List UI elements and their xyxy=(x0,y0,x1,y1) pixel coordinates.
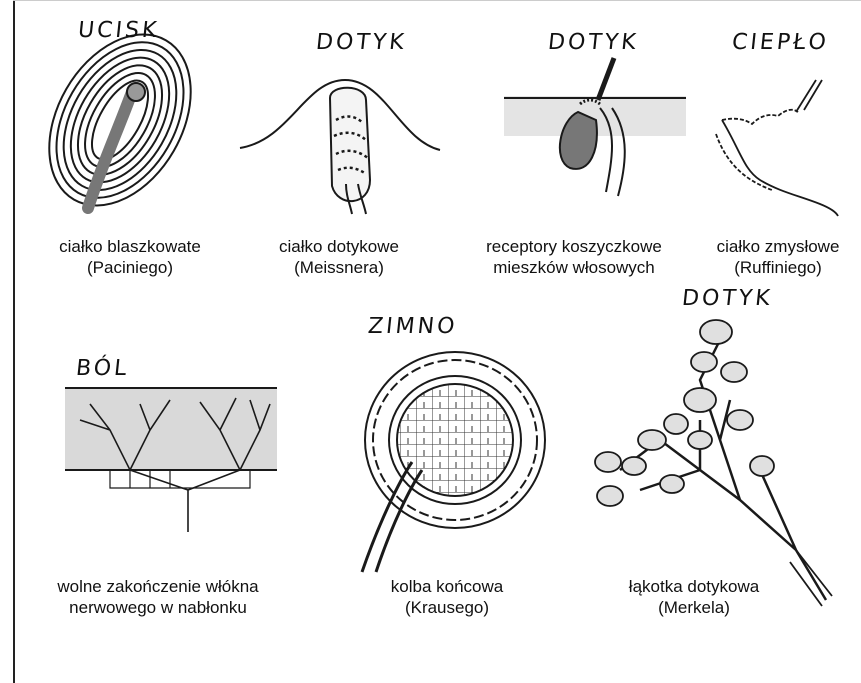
caption-krause: kolba końcowa (Krausego) xyxy=(362,576,532,618)
handwritten-label-cieplo: CIEPŁO xyxy=(731,30,830,55)
caption-ruffini-line1: ciałko zmysłowe xyxy=(696,236,860,257)
handwritten-label-bol: BÓL xyxy=(75,356,131,381)
caption-krause-line1: kolba końcowa xyxy=(362,576,532,597)
free-nerve-ending-drawing xyxy=(65,388,277,532)
caption-merkel: łąkotka dotykowa (Merkela) xyxy=(604,576,784,618)
hair-follicle-receptor-drawing xyxy=(504,58,686,196)
caption-free-nerve-ending: wolne zakończenie włókna nerwowego w nab… xyxy=(30,576,286,618)
meissner-corpuscle-drawing xyxy=(240,80,440,214)
caption-hair-follicle-line1: receptory koszyczkowe xyxy=(458,236,690,257)
caption-merkel-line1: łąkotka dotykowa xyxy=(604,576,784,597)
caption-krause-line2: (Krausego) xyxy=(362,597,532,618)
handwritten-label-dotyk-meissner: DOTYK xyxy=(315,30,408,55)
caption-meissner-line1: ciałko dotykowe xyxy=(244,236,434,257)
caption-ruffini-line2: (Ruffiniego) xyxy=(696,257,860,278)
handwritten-label-dotyk-hair: DOTYK xyxy=(547,30,640,55)
caption-merkel-line2: (Merkela) xyxy=(604,597,784,618)
caption-pacinian-line1: ciałko blaszkowate xyxy=(30,236,230,257)
handwritten-label-dotyk-merkel: DOTYK xyxy=(681,286,774,311)
caption-free-nerve-ending-line1: wolne zakończenie włókna xyxy=(30,576,286,597)
caption-pacinian: ciałko blaszkowate (Paciniego) xyxy=(30,236,230,278)
handwritten-label-ucisk: UCISK xyxy=(77,18,161,43)
caption-hair-follicle-line2: mieszków włosowych xyxy=(458,257,690,278)
handwritten-label-zimno: ZIMNO xyxy=(367,314,459,339)
ruffini-corpuscle-drawing xyxy=(716,80,838,216)
caption-meissner-line2: (Meissnera) xyxy=(244,257,434,278)
caption-pacinian-line2: (Paciniego) xyxy=(30,257,230,278)
merkel-discs-drawing xyxy=(595,320,832,606)
krause-end-bulb-drawing xyxy=(362,352,545,572)
caption-meissner: ciałko dotykowe (Meissnera) xyxy=(244,236,434,278)
caption-ruffini: ciałko zmysłowe (Ruffiniego) xyxy=(696,236,860,278)
caption-hair-follicle: receptory koszyczkowe mieszków włosowych xyxy=(458,236,690,278)
caption-free-nerve-ending-line2: nerwowego w nabłonku xyxy=(30,597,286,618)
